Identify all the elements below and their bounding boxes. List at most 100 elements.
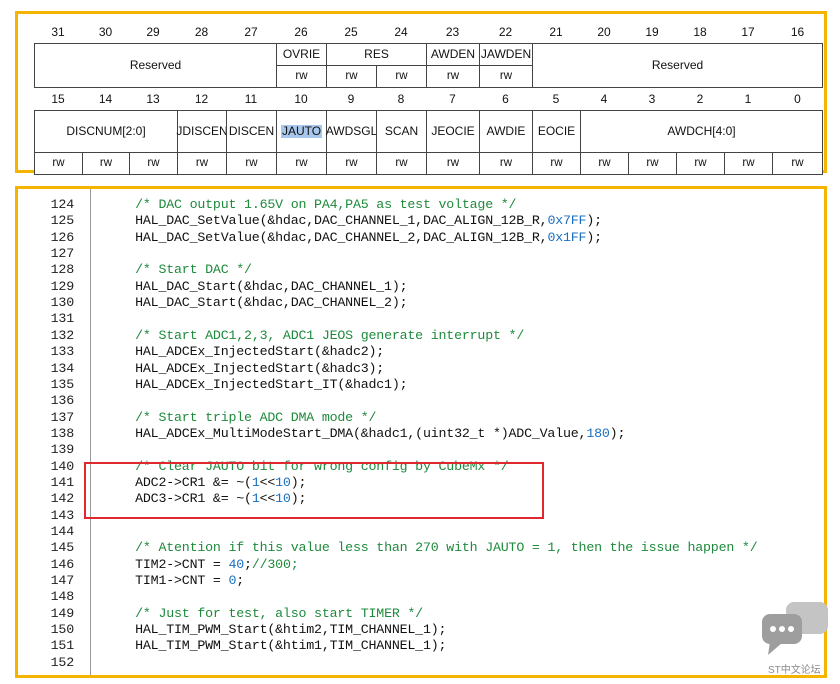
code-token [104, 197, 135, 212]
code-number: 180 [586, 425, 610, 441]
code-text: HAL_ADCEx_MultiModeStart_DMA(&hadc1,(uin… [104, 426, 625, 442]
code-token [104, 540, 135, 555]
code-line: 135 HAL_ADCEx_InjectedStart_IT(&hadc1); [36, 377, 824, 393]
bit-number: 12 [194, 91, 209, 106]
code-line: 131 [36, 311, 824, 327]
bit-number: 16 [790, 24, 805, 39]
code-comment: /* Start triple ADC DMA mode */ [135, 409, 377, 425]
code-line: 136 [36, 393, 824, 409]
field-jeocie: JEOCIE [426, 110, 480, 153]
code-text: HAL_TIM_PWM_Start(&htim2,TIM_CHANNEL_1); [104, 622, 446, 638]
bit-number: 22 [498, 24, 513, 39]
line-number: 146 [50, 556, 75, 572]
field-jdiscen: JDISCEN [176, 110, 228, 153]
code-text: ADC3->CR1 &= ~(1<<10); [104, 491, 306, 507]
code-line: 127 [36, 246, 824, 262]
code-token [104, 262, 135, 277]
field-awdsgl: AWDSGL [326, 110, 377, 153]
code-comment: //300; [251, 556, 299, 572]
access-rw: rw [129, 152, 178, 175]
code-number: 1 [251, 474, 260, 490]
bit-number: 15 [51, 91, 65, 106]
line-number: 150 [50, 622, 75, 638]
code-text: HAL_DAC_Start(&hdac,DAC_CHANNEL_2); [104, 295, 407, 311]
line-number: 143 [50, 507, 75, 523]
code-token: HAL_TIM_PWM_Start(&htim2,TIM_CHANNEL_1); [104, 622, 447, 638]
bit-number: 21 [549, 24, 563, 39]
line-number: 147 [50, 573, 75, 589]
code-text: /* Just for test, also start TIMER */ [104, 606, 423, 622]
bit-number: 26 [294, 24, 308, 39]
code-line: 138 HAL_ADCEx_MultiModeStart_DMA(&hadc1,… [36, 425, 824, 442]
field-awdch: AWDCH[4:0] [580, 110, 823, 153]
access-rw: rw [326, 65, 377, 88]
bit-number: 2 [696, 91, 704, 106]
code-token: ADC3->CR1 &= ~( [104, 491, 252, 507]
field-reserved-upper: Reserved [34, 43, 277, 88]
code-token: HAL_ADCEx_InjectedStart_IT(&hadc1); [104, 376, 408, 392]
bit-number: 19 [645, 24, 659, 39]
code-line: 142 ADC3->CR1 &= ~(1<<10); [36, 491, 824, 507]
code-token: HAL_ADCEx_InjectedStart(&hadc2); [104, 344, 385, 360]
code-text: /* Start triple ADC DMA mode */ [104, 410, 376, 426]
bit-number: 31 [51, 24, 65, 39]
line-number: 126 [50, 229, 75, 245]
access-rw: rw [676, 152, 725, 175]
field-eocie: EOCIE [532, 110, 581, 153]
line-number: 148 [50, 589, 75, 605]
code-text: HAL_ADCEx_InjectedStart_IT(&hadc1); [104, 377, 407, 393]
line-number: 142 [50, 491, 75, 507]
bit-number: 4 [600, 91, 608, 106]
code-token: HAL_ADCEx_InjectedStart(&hadc3); [104, 360, 385, 376]
field-reserved-upper-right: Reserved [532, 43, 823, 88]
bit-number: 14 [98, 91, 113, 106]
field-awden: AWDEN [426, 43, 480, 66]
code-line: 146 TIM2->CNT = 40;//300; [36, 556, 824, 573]
code-text: ADC2->CR1 &= ~(1<<10); [104, 475, 306, 491]
code-panel: 124 /* DAC output 1.65V on PA4,PA5 as te… [15, 186, 827, 678]
code-number: 0x1FF [547, 229, 587, 245]
code-line: 133 HAL_ADCEx_InjectedStart(&hadc2); [36, 344, 824, 360]
code-line: 147 TIM1->CNT = 0; [36, 573, 824, 589]
code-text: HAL_ADCEx_InjectedStart(&hadc3); [104, 361, 384, 377]
bit-number: 27 [244, 24, 258, 39]
access-rw: rw [479, 65, 533, 88]
line-number-gutter-divider [90, 189, 91, 675]
access-rw: rw [276, 152, 327, 175]
bit-number: 5 [552, 91, 560, 106]
line-number: 145 [50, 540, 75, 556]
code-line: 125 HAL_DAC_SetValue(&hdac,DAC_CHANNEL_1… [36, 213, 824, 229]
code-number: 0x7FF [547, 213, 587, 229]
access-rw: rw [628, 152, 677, 175]
code-text: /* Start ADC1,2,3, ADC1 JEOS generate in… [104, 328, 524, 344]
code-token: ); [609, 425, 626, 441]
line-number: 128 [50, 262, 75, 278]
bit-number: 9 [347, 91, 355, 106]
code-number: 10 [275, 474, 291, 490]
field-jawden: JAWDEN [479, 43, 533, 66]
access-rw: rw [177, 152, 227, 175]
field-discen: DISCEN [226, 110, 277, 153]
code-line: 137 /* Start triple ADC DMA mode */ [36, 410, 824, 426]
code-line: 144 [36, 524, 824, 540]
code-text: /* DAC output 1.65V on PA4,PA5 as test v… [104, 197, 516, 213]
code-token: HAL_DAC_Start(&hdac,DAC_CHANNEL_1); [104, 278, 408, 294]
code-token: HAL_ADCEx_MultiModeStart_DMA(&hadc1,(uin… [104, 425, 587, 441]
line-number: 134 [50, 360, 75, 376]
code-line: 150 HAL_TIM_PWM_Start(&htim2,TIM_CHANNEL… [36, 622, 824, 638]
line-number: 151 [50, 638, 75, 654]
bit-number: 30 [98, 24, 113, 39]
code-line: 124 /* DAC output 1.65V on PA4,PA5 as te… [36, 197, 824, 213]
highlight-box-jauto-clear [84, 462, 544, 519]
field-ovrie: OVRIE [276, 43, 327, 66]
bit-number: 28 [194, 24, 209, 39]
line-number: 138 [50, 425, 75, 441]
bit-number: 10 [294, 91, 308, 106]
code-token: ); [290, 474, 307, 490]
code-line: 128 /* Start DAC */ [36, 262, 824, 278]
code-token: TIM2->CNT = [104, 556, 229, 572]
code-token: << [259, 474, 276, 490]
code-line: 148 [36, 589, 824, 605]
bit-number: 17 [741, 24, 755, 39]
code-line: 149 /* Just for test, also start TIMER *… [36, 606, 824, 622]
